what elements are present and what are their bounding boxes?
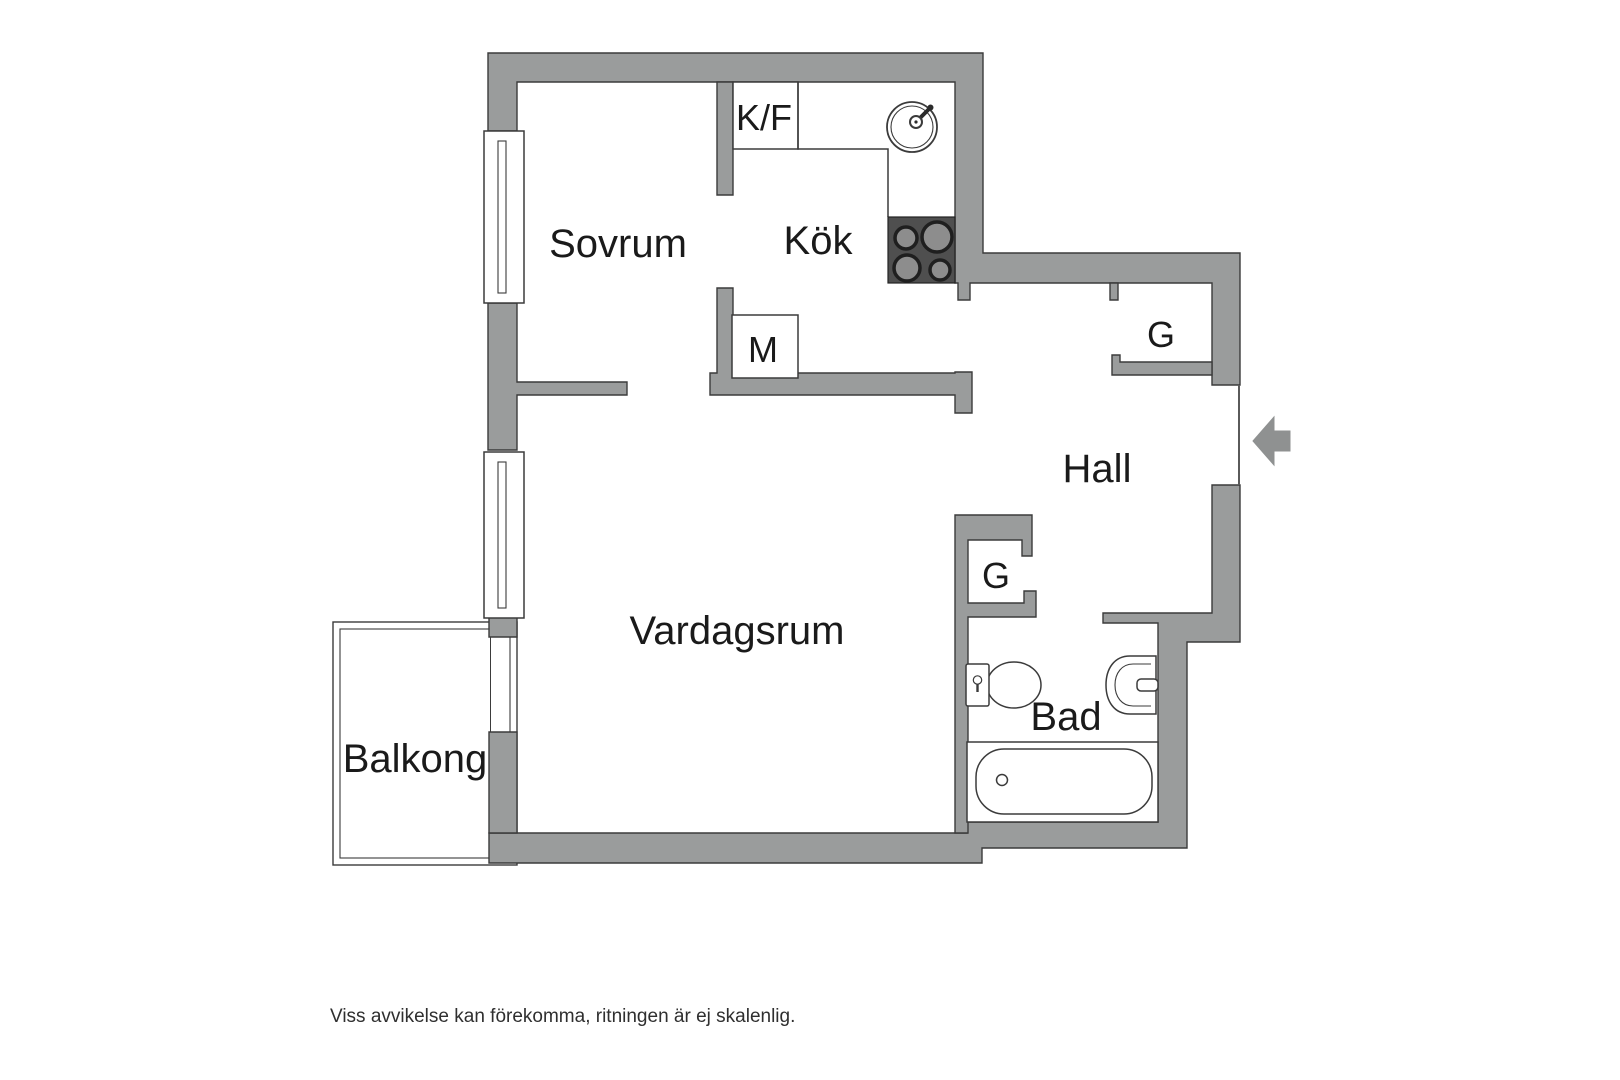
room-label-balkong: Balkong (343, 737, 488, 781)
wall-segment (1109, 282, 1119, 301)
kitchen-counter (797, 82, 889, 217)
bathtub-icon (966, 741, 1159, 823)
windows (483, 130, 525, 732)
washing-machine (731, 314, 799, 379)
toilet-icon (965, 661, 1042, 709)
labels: Sovrum Kök Vardagsrum Hall Bad Balkong K… (330, 97, 1175, 1027)
entry (1238, 385, 1291, 485)
wall-segment (716, 81, 734, 196)
label-g-vardagsrum: G (982, 555, 1010, 596)
window (483, 130, 525, 304)
stove-icon (887, 216, 956, 284)
label-kf: K/F (736, 97, 792, 138)
wall-segment (488, 731, 518, 834)
bathroom-fixtures (965, 655, 1159, 823)
kitchen-sink-icon (886, 101, 938, 153)
wall-segment (488, 616, 518, 638)
room-label-bad: Bad (1030, 695, 1101, 739)
entry-arrow-icon (1252, 415, 1291, 467)
window (483, 451, 525, 619)
wall-segment (487, 302, 628, 451)
room-label-sovrum: Sovrum (549, 222, 687, 266)
room-label-vardagsrum: Vardagsrum (630, 609, 845, 653)
room-label-kok: Kök (784, 219, 854, 263)
wall-segment (487, 52, 1241, 386)
kitchen-fixtures (731, 81, 956, 379)
bathroom-sink-icon (1105, 655, 1159, 715)
wall-segment (1111, 354, 1213, 376)
room-label-hall: Hall (1063, 447, 1132, 491)
disclaimer-text: Viss avvikelse kan förekomma, ritningen … (330, 1006, 795, 1027)
label-m: M (748, 329, 778, 370)
walls (487, 52, 1241, 864)
label-g-hall: G (1147, 314, 1175, 355)
